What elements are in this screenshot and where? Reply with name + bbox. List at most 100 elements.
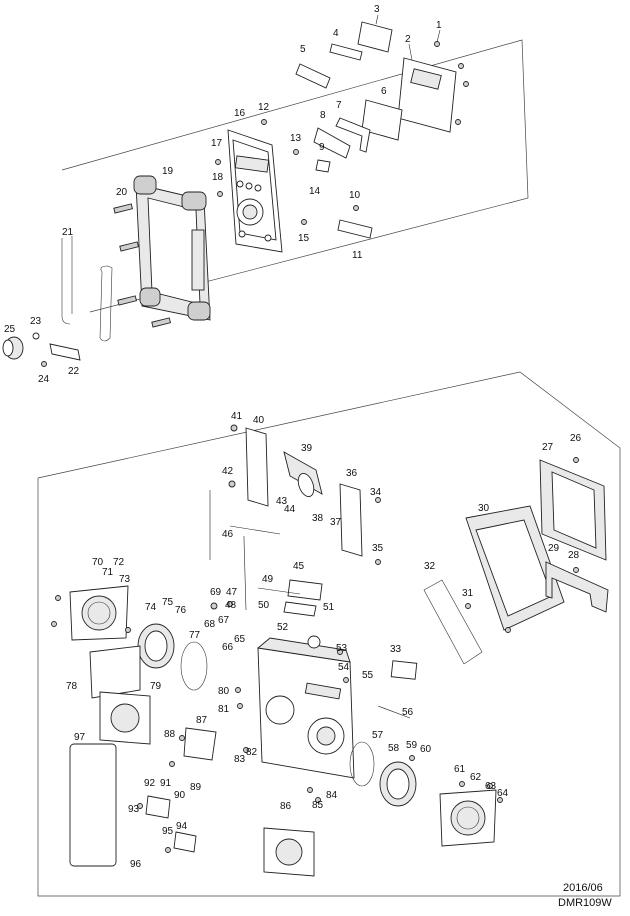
callout-78: 78: [66, 681, 78, 692]
callout-41: 41: [231, 411, 243, 422]
callout-44: 44: [284, 504, 296, 515]
callout-74: 74: [145, 602, 157, 613]
callout-3: 3: [374, 4, 380, 15]
part-speaker-74: [137, 623, 175, 669]
callout-79: 79: [150, 681, 162, 692]
part-side-plate-40: [245, 427, 269, 507]
part-bracket-78: [89, 645, 141, 699]
part-bracket-4: [329, 43, 363, 61]
callout-39: 39: [301, 443, 313, 454]
callout-47: 47: [226, 587, 238, 598]
callout-80: 80: [218, 686, 230, 697]
footer-model: DMR109W: [558, 897, 612, 909]
part-switch-51: [283, 601, 317, 617]
callout-48: 48: [225, 600, 237, 611]
callout-13: 13: [290, 133, 302, 144]
part-pcb-2: [397, 57, 457, 133]
callout-54: 54: [338, 662, 350, 673]
callout-75: 75: [162, 597, 174, 608]
callout-66: 66: [222, 642, 234, 653]
callout-56: 56: [402, 707, 414, 718]
callout-97: 97: [74, 732, 86, 743]
callout-40: 40: [253, 415, 265, 426]
callout-15: 15: [298, 233, 310, 244]
part-plate-79: [99, 691, 151, 745]
callout-18: 18: [212, 172, 224, 183]
callout-60: 60: [420, 744, 432, 755]
part-plate-6: [361, 99, 403, 141]
callout-49: 49: [262, 574, 274, 585]
callout-30: 30: [478, 503, 490, 514]
part-rod-56: [377, 705, 411, 719]
callout-35: 35: [372, 543, 384, 554]
part-front-cover: [227, 129, 283, 253]
callout-59: 59: [406, 740, 418, 751]
part-speaker-grille-73: [69, 585, 129, 641]
callout-24: 24: [38, 374, 50, 385]
callout-55: 55: [362, 670, 374, 681]
part-plate-86: [263, 827, 315, 877]
callout-29: 29: [548, 543, 560, 554]
callout-84: 84: [326, 790, 338, 801]
part-battery-housing-30: [465, 505, 565, 631]
callout-57: 57: [372, 730, 384, 741]
callout-12: 12: [258, 102, 270, 113]
callout-7: 7: [336, 100, 342, 111]
callout-11: 11: [352, 250, 363, 261]
callout-6: 6: [381, 86, 387, 97]
callout-37: 37: [330, 517, 342, 528]
callout-21: 21: [62, 227, 74, 238]
part-right-frame-27: [539, 459, 607, 561]
callout-93: 93: [128, 804, 140, 815]
callout-14: 14: [309, 186, 321, 197]
callout-45: 45: [293, 561, 305, 572]
callout-28: 28: [568, 550, 580, 561]
callout-23: 23: [30, 316, 42, 327]
callout-22: 22: [68, 366, 80, 377]
callout-87: 87: [196, 715, 208, 726]
callout-76: 76: [175, 605, 187, 616]
callout-95: 95: [162, 826, 174, 837]
part-panel-97: [69, 743, 117, 867]
callout-labels: 1 2 3 4 5 6 7 8 9 10 11 12 13 14 15 16 1…: [4, 4, 582, 870]
callout-91: 91: [160, 778, 172, 789]
callout-31: 31: [462, 588, 474, 599]
part-clip-9: [315, 159, 331, 173]
callout-4: 4: [333, 28, 339, 39]
callout-32: 32: [424, 561, 436, 572]
part-bumper-frame: [133, 175, 211, 321]
part-board-87: [183, 727, 217, 761]
part-gasket-77: [180, 641, 208, 691]
lower-screws: [51, 424, 579, 853]
callout-70: 70: [92, 557, 104, 568]
callout-88: 88: [164, 729, 176, 740]
callout-61: 61: [454, 764, 466, 775]
lower-assembly-frame: [37, 371, 621, 897]
callout-2: 2: [405, 34, 411, 45]
callout-94: 94: [176, 821, 188, 832]
part-bracket-5: [295, 63, 331, 89]
callout-72: 72: [113, 557, 125, 568]
part-gasket-32: [423, 579, 483, 665]
part-board-33: [390, 660, 418, 680]
callout-38: 38: [312, 513, 324, 524]
callout-5: 5: [300, 44, 306, 55]
part-bracket-7: [335, 117, 371, 153]
callout-9: 9: [319, 142, 325, 153]
part-speaker-58: [379, 761, 417, 807]
callout-86: 86: [280, 801, 292, 812]
callout-52: 52: [277, 622, 289, 633]
callout-83: 83: [234, 754, 246, 765]
callout-81: 81: [218, 704, 230, 715]
part-handle-right: [99, 265, 113, 342]
footer-date: 2016/06: [563, 882, 603, 894]
part-board-94: [173, 831, 197, 853]
part-plate-3: [357, 21, 393, 53]
callout-58: 58: [388, 743, 400, 754]
leader-lines: [209, 14, 441, 560]
part-knob: [2, 336, 24, 360]
callout-85: 85: [312, 800, 324, 811]
part-shaft-49: [257, 587, 301, 595]
callout-67: 67: [218, 615, 230, 626]
